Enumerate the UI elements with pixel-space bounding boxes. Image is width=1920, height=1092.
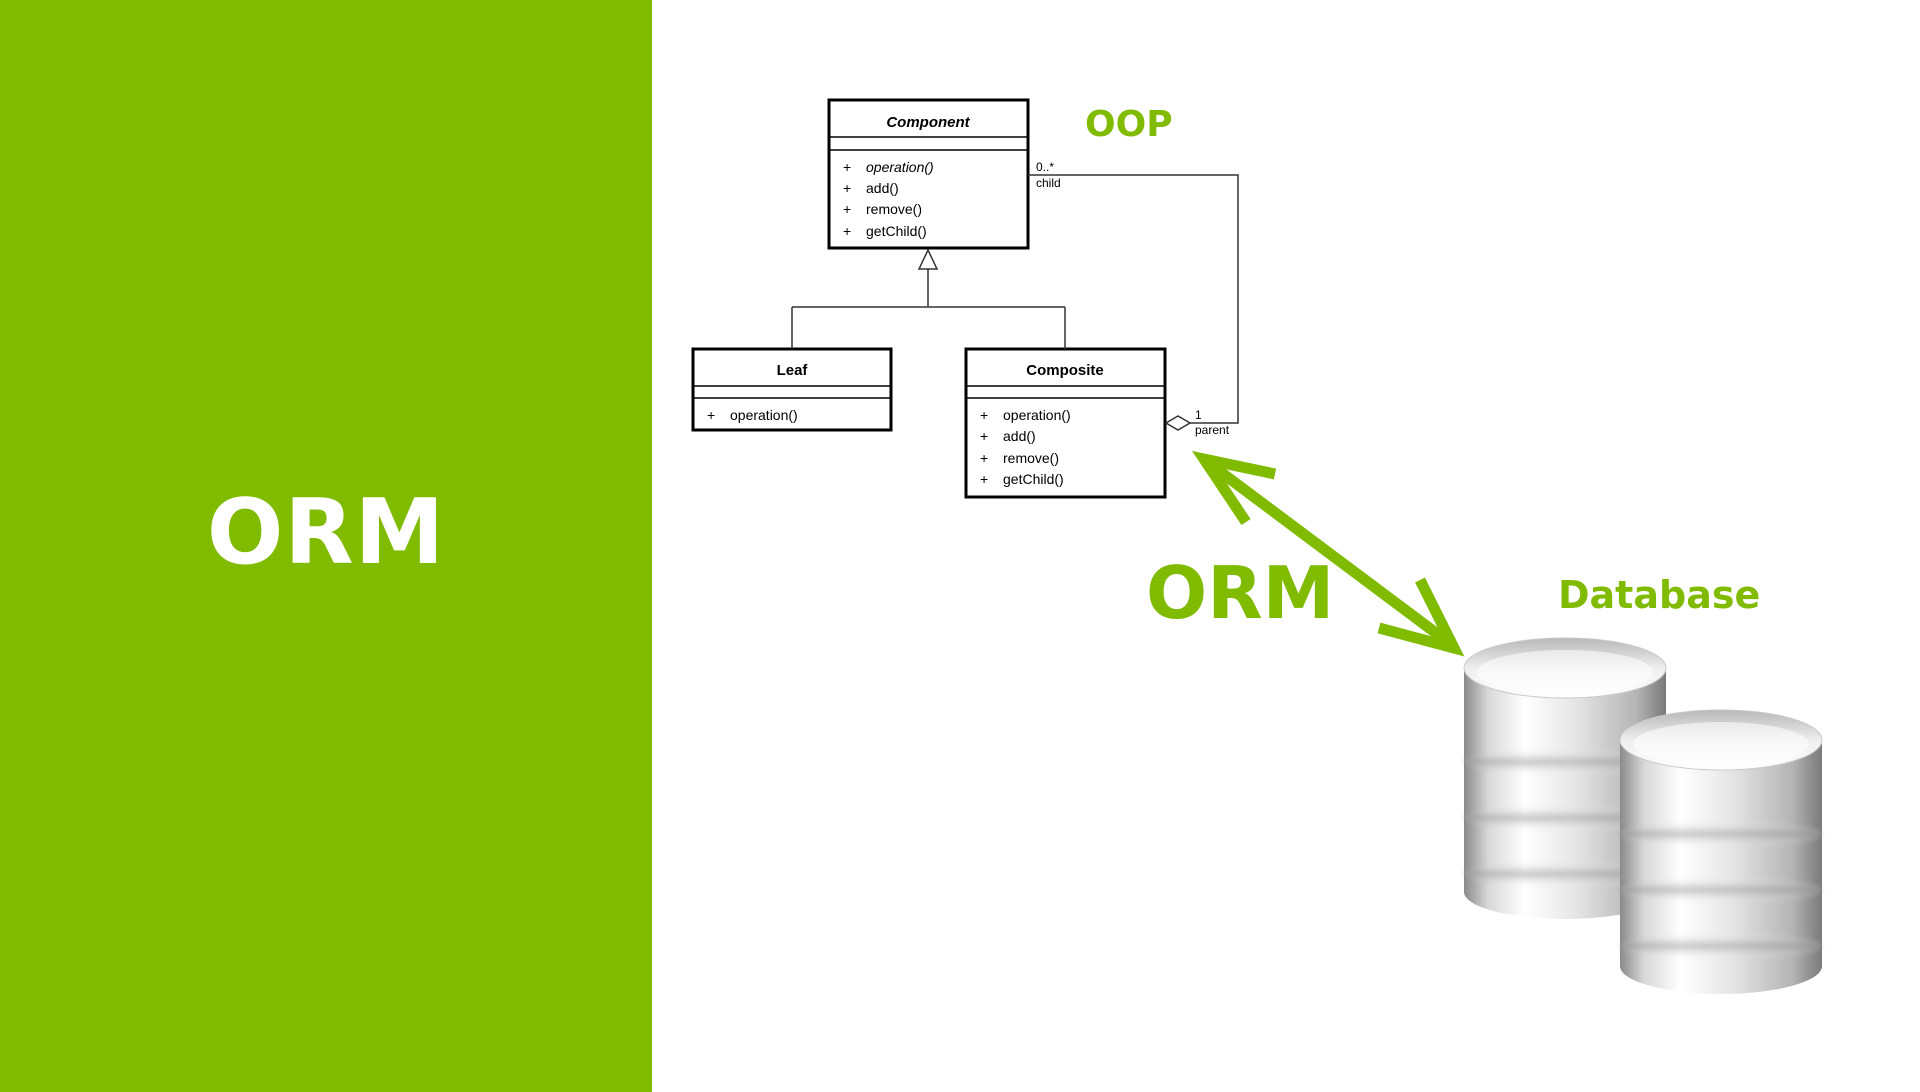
component-method-sign: + — [843, 180, 851, 196]
generalization-connector — [791, 248, 1066, 349]
component-method: getChild() — [866, 223, 927, 239]
slide-title: ORM — [206, 480, 446, 585]
composite-method: add() — [1003, 428, 1036, 444]
oop-label: OOP — [1085, 104, 1173, 145]
parent-role: parent — [1195, 423, 1230, 437]
database-cylinder-front — [1619, 709, 1823, 994]
database-cylinder-back — [1463, 637, 1667, 919]
uml-class-composite: Composite + operation() + add() + remove… — [964, 347, 1167, 499]
uml-class-component: Component + operation() + add() + remove… — [827, 98, 1030, 250]
left-title-panel: ORM — [0, 0, 652, 1092]
database-stack-icon — [1463, 637, 1823, 994]
aggregation-connector: 0..* child 1 parent — [1028, 160, 1239, 437]
composite-method: remove() — [1003, 450, 1059, 466]
composite-class-name: Composite — [1026, 362, 1104, 379]
component-class-name: Component — [886, 114, 970, 131]
composite-method-sign: + — [980, 450, 988, 466]
leaf-method: operation() — [730, 407, 798, 423]
component-method: operation() — [866, 159, 934, 175]
orm-label: ORM — [1146, 551, 1334, 635]
leaf-class-name: Leaf — [777, 362, 809, 379]
child-multiplicity: 0..* — [1036, 160, 1054, 174]
parent-multiplicity: 1 — [1195, 408, 1202, 422]
double-arrow-icon — [1191, 450, 1465, 657]
component-method: add() — [866, 180, 899, 196]
component-method-sign: + — [843, 201, 851, 217]
child-role: child — [1036, 176, 1061, 190]
composite-method: getChild() — [1003, 471, 1064, 487]
leaf-method-sign: + — [707, 407, 715, 423]
component-method: remove() — [866, 201, 922, 217]
uml-class-leaf: Leaf + operation() — [691, 347, 893, 432]
component-method-sign: + — [843, 223, 851, 239]
composite-method-sign: + — [980, 471, 988, 487]
inheritance-triangle-icon — [917, 248, 939, 270]
aggregation-diamond-icon — [1164, 415, 1192, 431]
composite-method-sign: + — [980, 407, 988, 423]
composite-method: operation() — [1003, 407, 1071, 423]
component-method-sign: + — [843, 159, 851, 175]
database-label: Database — [1558, 573, 1760, 617]
composite-method-sign: + — [980, 428, 988, 444]
